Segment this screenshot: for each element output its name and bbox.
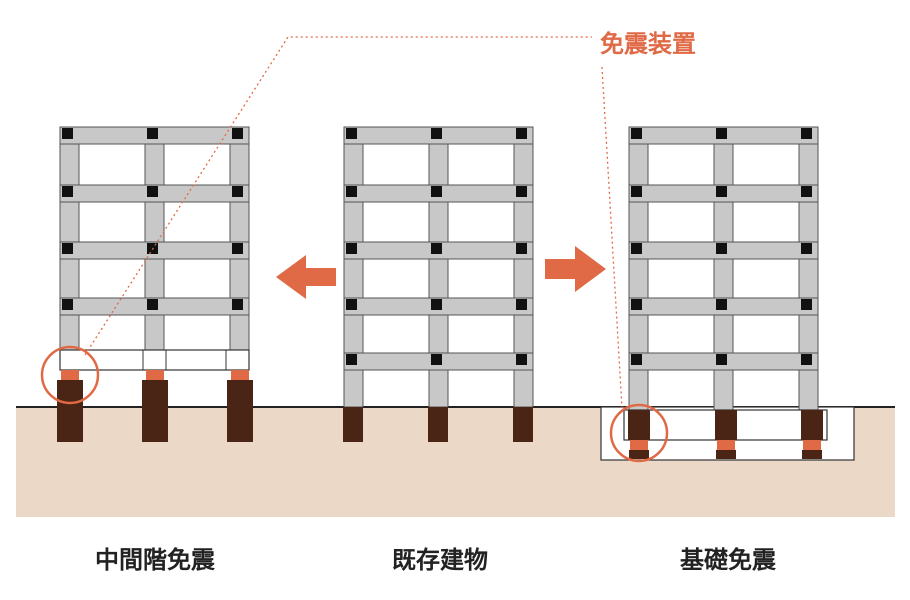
beam-joint [431, 186, 442, 197]
arrow-left-icon [276, 255, 336, 299]
beam-joint [62, 299, 73, 310]
footing [716, 450, 736, 459]
beam-joint [801, 299, 812, 310]
arrow-right-icon [545, 246, 606, 292]
beam-joint [801, 354, 812, 365]
beam-joint [631, 354, 642, 365]
beam-joint [431, 128, 442, 139]
isolator-bearing [630, 440, 648, 450]
beam-joint [62, 243, 73, 254]
callout-leader-right [601, 66, 623, 409]
isolator-bearing [717, 440, 735, 450]
beam-joint [232, 299, 243, 310]
pile-column [513, 407, 533, 442]
building-base-isolation [623, 126, 828, 459]
pile-column [428, 407, 448, 442]
beam-joint [716, 243, 727, 254]
beam-joint [516, 186, 527, 197]
beam-joint [232, 128, 243, 139]
isolator-bearing [803, 440, 821, 450]
pile-column [628, 410, 650, 440]
mid-story-isolation-label: 中間階免震 [95, 546, 215, 574]
beam-joint [801, 128, 812, 139]
building-mid-story-isolation [57, 126, 253, 442]
callout-leader-left [84, 36, 592, 356]
beam-joint [346, 128, 357, 139]
footing [802, 450, 822, 459]
column [144, 126, 165, 351]
beam-joint [346, 186, 357, 197]
pile-column [715, 410, 737, 440]
beam-joint [716, 354, 727, 365]
column [229, 126, 250, 351]
pile-column [57, 380, 83, 442]
beam-joint [232, 186, 243, 197]
beam-joint [62, 186, 73, 197]
beam-joint [516, 128, 527, 139]
isolator-bearing [61, 370, 79, 380]
existing-building-label: 既存建物 [392, 546, 488, 574]
beam-joint [631, 299, 642, 310]
beam-joint [516, 354, 527, 365]
isolator-bearing [231, 370, 249, 380]
footing [629, 450, 649, 459]
beam-joint [716, 186, 727, 197]
beam-joint [716, 128, 727, 139]
base-isolation-label: 基礎免震 [680, 546, 776, 574]
pile-column [801, 410, 823, 440]
beam-joint [346, 243, 357, 254]
beam-joint [431, 243, 442, 254]
beam-joint [346, 299, 357, 310]
building-existing [343, 126, 534, 442]
beam-joint [147, 299, 158, 310]
beam-joint [431, 354, 442, 365]
beam-joint [716, 299, 727, 310]
pile-column [227, 380, 253, 442]
beam-joint [631, 243, 642, 254]
beam-joint [147, 128, 158, 139]
highlight-circle [40, 345, 100, 405]
beam-joint [516, 299, 527, 310]
beam-joint [346, 354, 357, 365]
beam-joint [62, 128, 73, 139]
pile-column [343, 407, 363, 442]
beam-joint [147, 186, 158, 197]
isolator-bearing [146, 370, 164, 380]
beam-joint [801, 243, 812, 254]
beam-joint [801, 186, 812, 197]
beam-joint [232, 243, 243, 254]
beam-joint [631, 186, 642, 197]
column [59, 126, 80, 351]
pile-column [142, 380, 168, 442]
beam-joint [631, 128, 642, 139]
beam-joint [431, 299, 442, 310]
beam-joint [516, 243, 527, 254]
highlight-circle [609, 403, 669, 463]
isolator-callout-label: 免震装置 [600, 30, 696, 58]
